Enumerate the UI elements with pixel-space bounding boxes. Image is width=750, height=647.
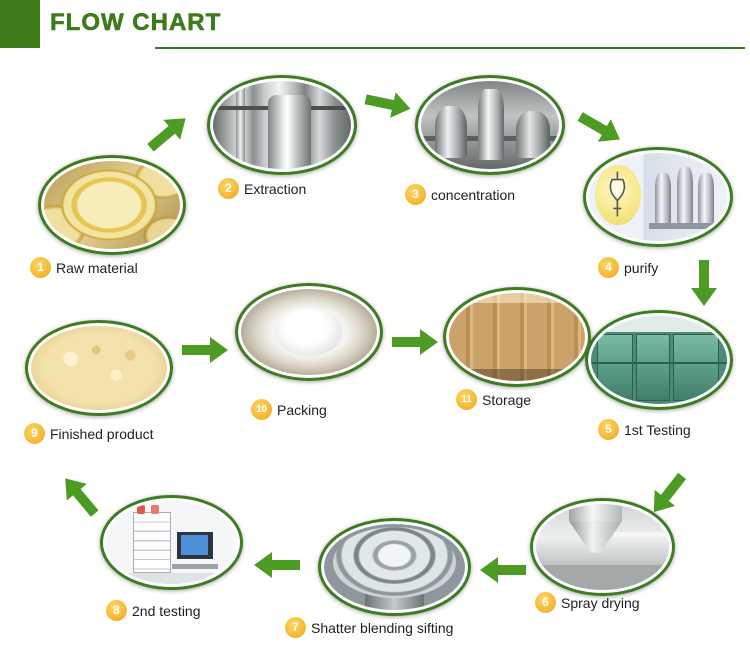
purify-column: [698, 172, 715, 224]
step-number-badge: 10: [251, 399, 272, 420]
packing-photo: [235, 283, 383, 381]
step-storage: 11 Storage: [456, 389, 531, 410]
spray-drying-floor: [533, 565, 672, 593]
step-number-badge: 2: [218, 178, 239, 199]
step-label: Raw material: [56, 259, 138, 276]
step-label: 2nd testing: [132, 602, 201, 619]
step-number-badge: 8: [106, 600, 127, 621]
step-number-badge: 6: [535, 592, 556, 613]
step-label: Spray drying: [561, 594, 640, 611]
lab-desk: [103, 572, 240, 587]
spray-dryer-cone: [569, 521, 622, 553]
purify-base: [649, 223, 725, 229]
solvent-bottle: [150, 505, 160, 514]
step-number-badge: 3: [405, 184, 426, 205]
separatory-funnel-icon: [609, 171, 626, 217]
sieve-stand: [365, 592, 424, 613]
flow-arrow-6-to-7-icon: [480, 557, 526, 583]
cabinet-stripe: [588, 361, 730, 364]
finished-product-photo: [25, 320, 173, 416]
storage-photo: [443, 287, 591, 387]
page-title: FLOW CHART: [50, 9, 222, 37]
flow-arrow-2-to-3-icon: [364, 92, 411, 118]
keyboard: [171, 563, 219, 570]
flow-arrow-4-to-5-icon: [691, 260, 717, 306]
step-spray-drying: 6 Spray drying: [535, 592, 640, 613]
step-label: purify: [624, 259, 659, 276]
solvent-bottle: [137, 505, 146, 514]
extraction-tank: [267, 94, 311, 172]
step-number-badge: 7: [285, 617, 306, 638]
step-packing: 10 Packing: [251, 399, 327, 420]
step-number-badge: 11: [456, 389, 477, 410]
packing-bag: [276, 308, 342, 356]
concentration-platform: [418, 136, 562, 141]
step-number-badge: 4: [598, 257, 619, 278]
spray-drying-photo: [530, 498, 675, 596]
flow-arrow-10-to-11-icon: [392, 329, 438, 355]
step-finished-product: 9 Finished product: [24, 423, 154, 444]
step-label: concentration: [431, 186, 516, 203]
flow-arrow-1-to-2-icon: [147, 118, 186, 152]
first-testing-photo: [585, 310, 733, 410]
testing-cabinet: [636, 333, 671, 402]
step-label: Extraction: [244, 180, 307, 197]
step-number-badge: 5: [598, 419, 619, 440]
concentration-vessel: [515, 110, 551, 158]
spray-dryer-pipe: [613, 532, 667, 537]
sieve-disc: [332, 526, 457, 599]
step-shatter-blending-sifting: 7 Shatter blending sifting: [285, 617, 453, 638]
step-concentration: 3 concentration: [405, 184, 515, 205]
flow-arrow-9-to-10-icon: [182, 337, 228, 363]
step-label: Packing: [277, 401, 327, 418]
flow-arrow-5-to-6-icon: [653, 472, 687, 513]
extraction-pipe: [235, 78, 245, 172]
sifting-photo: [318, 518, 471, 616]
second-testing-photo: [100, 495, 243, 590]
extraction-photo: [207, 75, 357, 175]
step-number-badge: 9: [24, 423, 45, 444]
header-green-block: [0, 0, 40, 48]
step-raw-material: 1 Raw material: [30, 257, 138, 278]
step-number-badge: 1: [30, 257, 51, 278]
flow-arrow-3-to-4-icon: [577, 112, 620, 142]
computer-monitor: [176, 531, 213, 559]
flow-arrow-8-to-9-icon: [65, 478, 99, 517]
purify-column: [655, 172, 671, 224]
step-extraction: 2 Extraction: [218, 178, 306, 199]
raw-material-photo: [38, 155, 186, 255]
testing-cabinet: [596, 333, 634, 402]
monitor-screen: [181, 535, 209, 555]
step-label: Finished product: [50, 425, 154, 442]
step-first-testing: 5 1st Testing: [598, 419, 691, 440]
step-second-testing: 8 2nd testing: [106, 600, 201, 621]
spray-dryer-body: [569, 501, 622, 522]
purify-photo: [583, 147, 733, 247]
hplc-instrument: [133, 512, 172, 573]
step-label: Storage: [482, 391, 532, 408]
step-purify: 4 purify: [598, 257, 658, 278]
concentration-vessel: [478, 89, 505, 160]
step-label: 1st Testing: [624, 421, 691, 438]
purify-column: [676, 166, 693, 224]
flow-arrow-7-to-8-icon: [254, 552, 300, 578]
header-divider: [155, 47, 745, 49]
concentration-photo: [415, 75, 565, 175]
concentration-vessel: [435, 106, 467, 158]
step-label: Shatter blending sifting: [311, 619, 454, 636]
funnel-backdrop: [594, 165, 641, 226]
extraction-frame: [210, 106, 354, 110]
testing-cabinet: [673, 333, 719, 402]
